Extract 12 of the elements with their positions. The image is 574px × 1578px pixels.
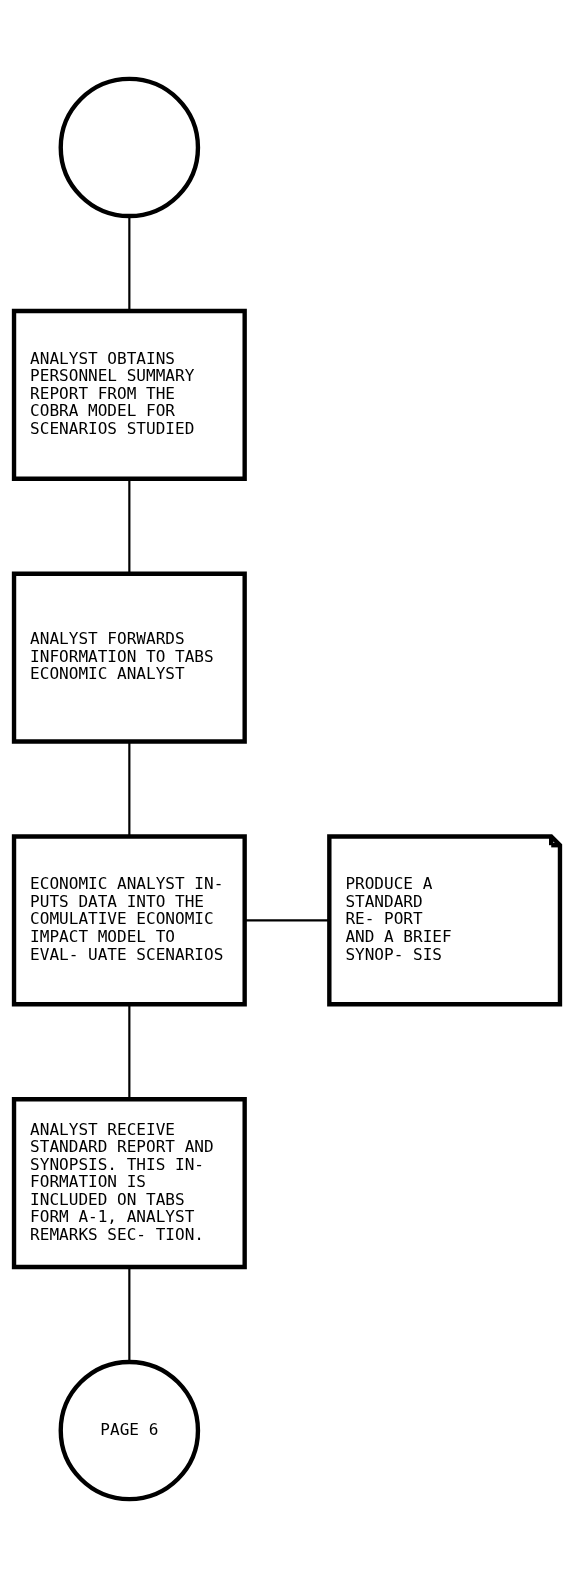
connector <box>245 919 330 922</box>
connector <box>128 216 131 311</box>
connector <box>128 1267 131 1362</box>
node-circle <box>58 76 201 219</box>
node-box: ANALYST RECEIVE STANDARD REPORT AND SYNOPSIS. THIS IN- FORMATION IS INCLUDED ON TABS FORM A-1, ANALYST REMARKS SEC- TION. <box>11 1097 247 1270</box>
node-box: ANALYST OBTAINS PERSONNEL SUMMARY REPORT FROM THE COBRA MODEL FOR SCENARIOS STUDIED <box>11 308 247 481</box>
node-box: ECONOMIC ANALYST IN- PUTS DATA INTO THE COMULATIVE ECONOMIC IMPACT MODEL TO EVAL- UATE SCENARIOS <box>11 834 247 1007</box>
connector <box>128 742 131 837</box>
node-circle: PAGE 6 <box>58 1359 201 1502</box>
node-box: ANALYST FORWARDS INFORMATION TO TABS ECONOMIC ANALYST <box>11 571 247 744</box>
connector <box>128 1004 131 1100</box>
connector <box>128 479 131 574</box>
